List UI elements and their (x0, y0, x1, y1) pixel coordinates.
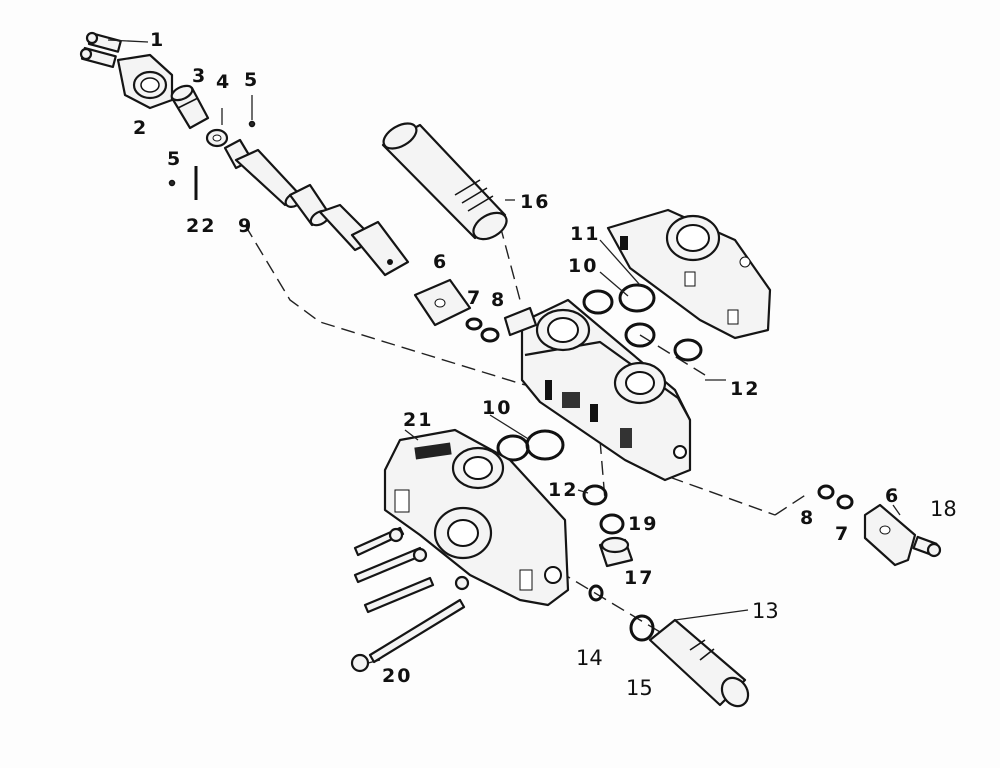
callout-8-upper: 8 (491, 289, 506, 311)
callout-12-lower: 12 (548, 479, 578, 501)
part-11-end-cap (606, 208, 772, 340)
part-16-sleeve (381, 122, 508, 241)
callout-22: 22 (186, 215, 216, 237)
callout-7-upper: 7 (467, 287, 482, 309)
part-7-ring-upper (465, 317, 483, 331)
part-19-ring (599, 513, 625, 535)
callout-14: 14 (576, 646, 603, 670)
callout-leaders (107, 39, 901, 621)
callout-11: 11 (570, 223, 600, 245)
callout-6-upper: 6 (433, 251, 448, 273)
part-17-plug (598, 536, 634, 568)
part-21-inlet-body (383, 428, 570, 607)
part-6-cover-right (863, 503, 917, 567)
callout-10-upper: 10 (568, 255, 598, 277)
callout-4: 4 (216, 71, 231, 93)
part-20-bolts (350, 526, 470, 673)
leader-16 (499, 224, 521, 301)
callout-labels: 1 2 3 4 5 5 22 9 16 11 10 6 7 8 12 10 21… (133, 29, 957, 700)
callout-1: 1 (150, 29, 165, 51)
part-5-pins (168, 120, 256, 187)
callout-12-upper: 12 (730, 378, 760, 400)
part-1-screws (79, 31, 122, 69)
callout-3: 3 (192, 65, 207, 87)
part-4-washer (205, 128, 229, 148)
callout-13: 13 (752, 599, 779, 623)
callout-21: 21 (403, 409, 433, 431)
part-18-screw (912, 535, 942, 558)
part-3-sleeve (170, 84, 210, 130)
callout-16: 16 (520, 191, 550, 213)
orings-lower (496, 429, 608, 506)
part-9-spool (223, 138, 410, 277)
part-7-ring-right (836, 494, 854, 510)
leader-spool-to-body (244, 224, 526, 386)
callout-7-right: 7 (835, 523, 850, 545)
callout-5-top: 5 (244, 69, 259, 91)
callout-10-lower: 10 (482, 397, 512, 419)
part-6-cover-upper (413, 278, 472, 327)
callout-5-left: 5 (167, 148, 182, 170)
part-15-oring (629, 614, 655, 642)
main-valve-body (503, 298, 692, 482)
callout-8-right: 8 (800, 507, 815, 529)
callout-9: 9 (238, 215, 253, 237)
part-2-flange (116, 53, 174, 110)
callout-6-right: 6 (885, 485, 900, 507)
part-14-washer (588, 584, 604, 602)
part-8-ring-right (817, 484, 835, 500)
callout-2: 2 (133, 117, 148, 139)
orings-upper (582, 283, 703, 362)
callout-17: 17 (624, 567, 654, 589)
callout-15: 15 (626, 676, 653, 700)
part-13-relief-valve (648, 618, 750, 708)
callout-20: 20 (382, 665, 412, 687)
leader-right-seals-2 (774, 491, 811, 516)
part-8-ring-upper (480, 327, 500, 343)
callout-19: 19 (628, 513, 658, 535)
callout-18: 18 (930, 497, 957, 521)
